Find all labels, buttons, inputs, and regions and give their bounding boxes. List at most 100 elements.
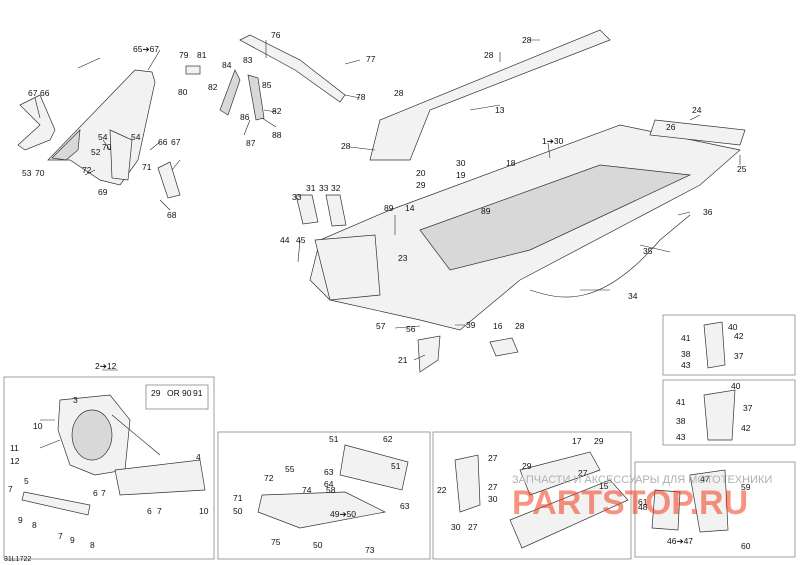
- callout-label: 27: [468, 522, 478, 532]
- callout-label: 9: [18, 515, 23, 525]
- callout-label: 47: [700, 474, 710, 484]
- callout-label: 81: [197, 50, 207, 60]
- callout-label: 30: [488, 494, 498, 504]
- callout-label: 7: [101, 488, 106, 498]
- callout-label: 49➔50: [330, 509, 356, 519]
- callout-label: 42: [741, 423, 751, 433]
- callout-label: 27: [578, 468, 588, 478]
- callout-label: 40: [728, 322, 738, 332]
- callout-label: 56: [406, 324, 416, 334]
- callout-label: 35: [643, 246, 653, 256]
- callout-label: 30: [456, 158, 466, 168]
- callout-label: 50: [233, 506, 243, 516]
- steering-column: [185, 34, 346, 121]
- callout-label: 54: [131, 132, 141, 142]
- callout-label: 72: [264, 473, 274, 483]
- callout-label: 76: [271, 30, 281, 40]
- leader-lines: [34, 39, 741, 456]
- callout-label: 67: [171, 137, 181, 147]
- callout-label: 13: [495, 105, 505, 115]
- callout-label: 88: [272, 130, 282, 140]
- inset-side-panel: [432, 431, 632, 560]
- callout-label: 82: [272, 106, 282, 116]
- callout-label: 48: [638, 502, 648, 512]
- callout-label: 2➔12: [95, 361, 117, 371]
- callout-label: 1➔30: [542, 136, 564, 146]
- callout-label: 29: [522, 461, 532, 471]
- callout-label: 27: [488, 482, 498, 492]
- callout-label: 22: [437, 485, 447, 495]
- watermark-logo: PARTSTOP.RU: [512, 484, 748, 522]
- callout-label: 85: [262, 80, 272, 90]
- callout-label: 63: [324, 467, 334, 477]
- callout-label: 29: [151, 388, 161, 398]
- callout-label: 28: [515, 321, 525, 331]
- callout-label: 10: [199, 506, 209, 516]
- inset-bumper-drawing: [257, 444, 409, 529]
- tunnel-cover: [369, 29, 611, 161]
- callout-label: 71: [142, 162, 152, 172]
- callout-label: 33: [319, 183, 329, 193]
- callout-label: 50: [313, 540, 323, 550]
- callout-label: 63: [400, 501, 410, 511]
- callout-label: 67: [28, 88, 38, 98]
- inset-front-frame: [3, 376, 215, 560]
- callout-label: 23: [398, 253, 408, 263]
- callout-label: 41: [676, 397, 686, 407]
- callout-label: 4: [196, 452, 201, 462]
- callout-label: 72: [82, 165, 92, 175]
- inset-bumper: [217, 431, 431, 560]
- callout-label: 34: [628, 291, 638, 301]
- inset-knee-pad-upper: [662, 314, 796, 376]
- callout-label: 24: [692, 105, 702, 115]
- callout-label: 58: [326, 485, 336, 495]
- inset-rear-bracket: [634, 461, 796, 558]
- callout-label: 59: [741, 482, 751, 492]
- callout-label: 12: [10, 456, 20, 466]
- callout-label: 54: [98, 132, 108, 142]
- callout-label: 14: [405, 203, 415, 213]
- callout-label: 10: [33, 421, 43, 431]
- callout-label: 84: [222, 60, 232, 70]
- callout-label: 77: [366, 54, 376, 64]
- callout-label: 28: [522, 35, 532, 45]
- callout-label: 39: [466, 320, 476, 330]
- callout-label: 78: [356, 92, 366, 102]
- callout-label: 43: [681, 360, 691, 370]
- callout-label: 38: [681, 349, 691, 359]
- callout-label: 6: [93, 488, 98, 498]
- upper-column-assembly: [17, 69, 181, 199]
- callout-label: 37: [734, 351, 744, 361]
- callout-label: 15: [599, 481, 609, 491]
- callout-label: 19: [456, 170, 466, 180]
- callout-label: 3: [73, 395, 78, 405]
- callout-label: 28: [484, 50, 494, 60]
- callout-label: 69: [98, 187, 108, 197]
- callout-label: 8: [90, 540, 95, 550]
- callout-label: 31: [306, 183, 316, 193]
- callout-label: 70: [102, 142, 112, 152]
- callout-label: 26: [666, 122, 676, 132]
- callout-label: 61: [638, 497, 648, 507]
- callout-label: 16: [493, 321, 503, 331]
- callout-label: 62: [383, 434, 393, 444]
- callout-label: 75: [271, 537, 281, 547]
- callout-label: 27: [488, 453, 498, 463]
- callout-label: 18: [506, 158, 516, 168]
- callout-label: 11: [10, 443, 19, 453]
- callout-label: 28: [394, 88, 404, 98]
- callout-label: 60: [741, 541, 751, 551]
- callout-label: 80: [178, 87, 188, 97]
- callout-label: 42: [734, 331, 744, 341]
- callout-label: 51: [329, 434, 339, 444]
- callout-label: OR: [167, 388, 180, 398]
- inset-rear-bracket-drawing: [651, 469, 729, 533]
- callout-label: 79: [179, 50, 189, 60]
- callout-label: 87: [246, 138, 256, 148]
- main-frame: [309, 119, 746, 331]
- callout-label: 57: [376, 321, 386, 331]
- callout-label: 82: [208, 82, 218, 92]
- inset-side-panel-drawing: [454, 451, 629, 549]
- callout-label: 70: [35, 168, 45, 178]
- callout-label: 66: [158, 137, 168, 147]
